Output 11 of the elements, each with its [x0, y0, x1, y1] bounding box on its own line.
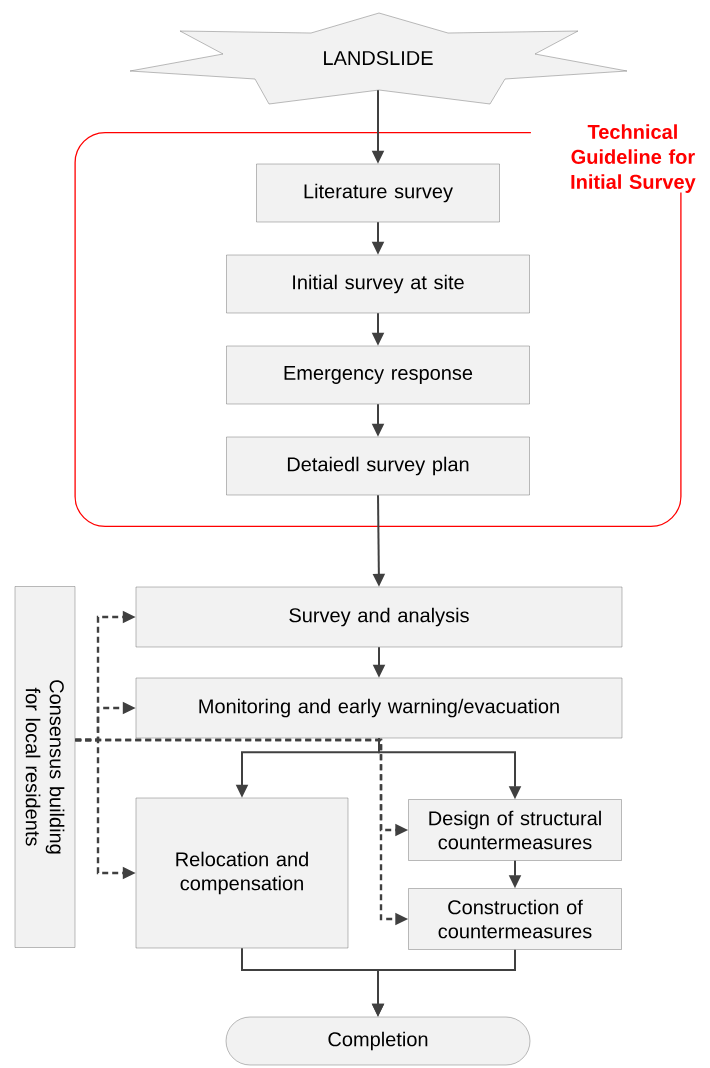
- process-box: Survey and analysis: [135, 586, 623, 648]
- process-box: Initial survey at site: [226, 254, 530, 314]
- side-box: Consensus building for local residents: [14, 586, 76, 948]
- process-box: Monitoring and early warning/evacuation: [135, 677, 623, 739]
- process-box: Design of structural countermeasures: [408, 799, 622, 861]
- process-box: Construction of countermeasures: [408, 888, 622, 950]
- process-box: Relocation and compensation: [135, 797, 349, 949]
- process-box: Emergency response: [226, 345, 530, 405]
- terminal-box: Completion: [225, 1016, 531, 1066]
- process-box: Detaiedl survey plan: [226, 436, 530, 496]
- process-box: Literature survey: [256, 163, 500, 223]
